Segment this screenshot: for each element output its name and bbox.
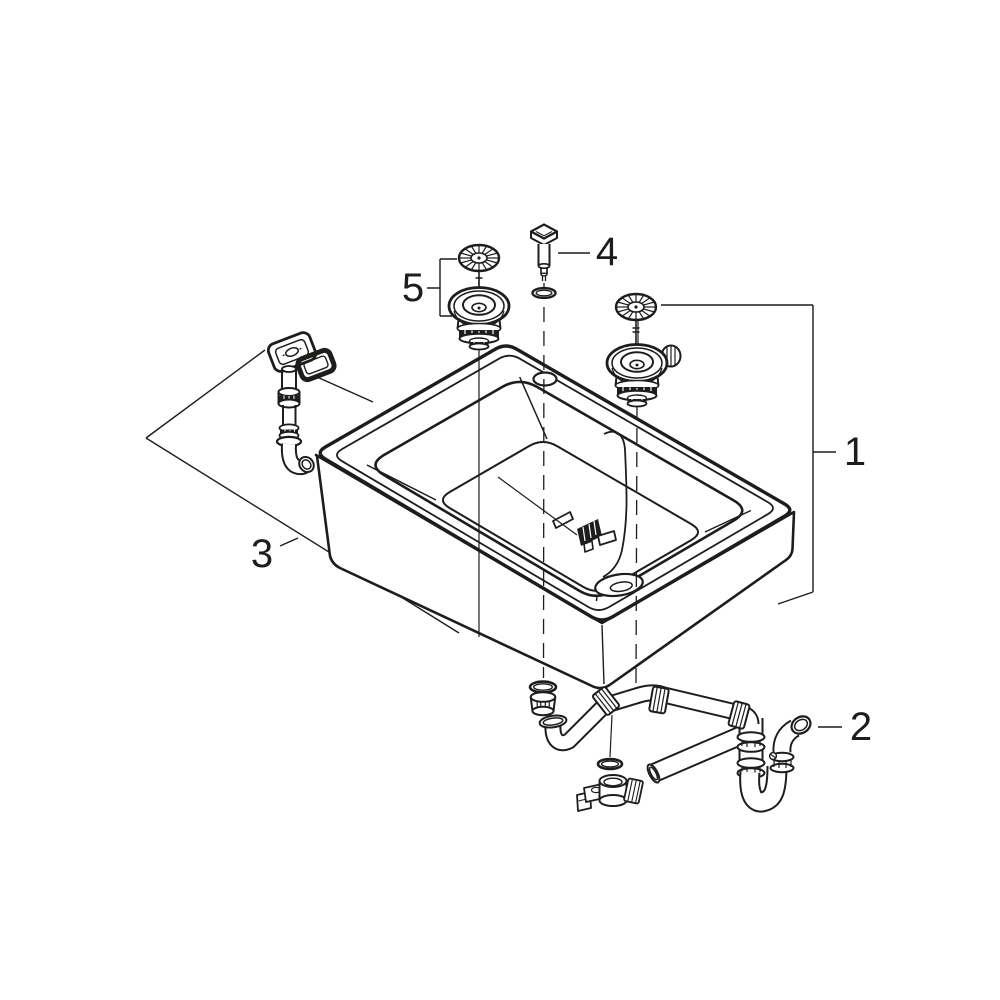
drain-valve xyxy=(576,774,644,812)
part-label-4: 4 xyxy=(596,230,618,274)
basket-strainer-right xyxy=(605,292,682,408)
outlet-opening xyxy=(790,715,812,735)
part-label-5: 5 xyxy=(402,266,424,310)
pin-shaft xyxy=(537,244,551,266)
bracket-part-5 xyxy=(427,258,457,317)
overflow-channel-curve xyxy=(602,430,628,578)
control-knob-hole xyxy=(532,371,558,387)
leader-line-gasket xyxy=(316,376,374,403)
part-label-2: 2 xyxy=(850,705,872,749)
basin-wall-edges xyxy=(366,376,752,602)
remote-knob-pin xyxy=(529,223,559,300)
strainer-plug xyxy=(457,243,501,273)
inlet-pipe xyxy=(646,725,746,784)
tee-collars xyxy=(736,731,766,779)
sink-body-corner-edge xyxy=(601,624,605,685)
overflow-elbow xyxy=(280,443,315,476)
waste-pipe-run xyxy=(538,684,760,752)
axis-knob-pin xyxy=(542,282,545,679)
pin-tip xyxy=(540,267,548,274)
part-labels: 1 2 3 4 5 xyxy=(251,230,872,749)
clip-foot xyxy=(583,540,594,553)
drain-elbow-inlet xyxy=(538,714,568,729)
locking-nut xyxy=(529,691,557,717)
pin-nub xyxy=(541,276,547,281)
valve-collar xyxy=(623,777,644,805)
drain-pipe-set xyxy=(528,680,812,813)
overflow-cover-plate xyxy=(266,331,318,373)
tubular-trap xyxy=(739,765,788,813)
pin-head-facet xyxy=(535,231,553,237)
overflow-slot xyxy=(552,511,574,529)
strainer-plug-right xyxy=(614,292,658,322)
overflow-gasket xyxy=(295,347,337,383)
leader-line-overflow-upper xyxy=(145,349,266,439)
valve-leader-line xyxy=(609,714,613,758)
bracket-part-1 xyxy=(661,304,836,605)
basket-strainer-left xyxy=(447,243,511,351)
strainer-plug-stem xyxy=(475,271,483,289)
drain-hole xyxy=(594,572,644,598)
part-label-1: 1 xyxy=(844,430,866,474)
pin-tip-end xyxy=(540,272,548,277)
sink-rim-inner-line xyxy=(336,354,774,611)
pin-shaft-fill xyxy=(538,244,550,266)
strainer-plug-stem-right xyxy=(632,320,640,345)
fixing-clip-ribs xyxy=(582,520,597,542)
part-label-3: 3 xyxy=(251,532,273,576)
overflow-set xyxy=(266,331,337,476)
pin-shaft-end xyxy=(537,262,551,270)
union-nut-2 xyxy=(647,685,671,715)
sealing-ring-valve xyxy=(596,757,624,771)
clip-leader-line xyxy=(497,476,578,536)
fixing-clip xyxy=(577,519,602,546)
clip-bracket xyxy=(597,530,617,546)
pin-o-ring xyxy=(531,286,557,300)
pin-head-top xyxy=(529,223,559,240)
label-3-stub xyxy=(279,537,299,547)
outlet-elbow xyxy=(768,715,812,774)
sealing-ring-left xyxy=(528,680,558,694)
valve-body xyxy=(598,774,628,807)
